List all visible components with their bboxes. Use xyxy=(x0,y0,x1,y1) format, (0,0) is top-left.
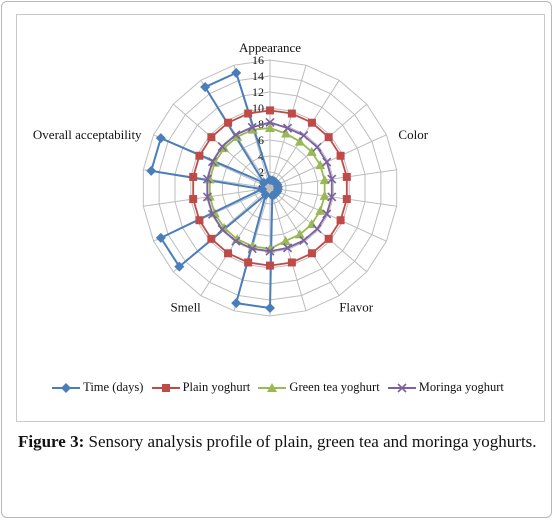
legend-item-plain: Plain yoghurt xyxy=(151,380,251,395)
legend-label-plain: Plain yoghurt xyxy=(182,380,251,394)
data-point-3 xyxy=(217,224,227,234)
data-point-0 xyxy=(231,298,242,309)
data-point-3 xyxy=(299,235,309,246)
data-point-0 xyxy=(155,232,166,243)
data-point-1 xyxy=(207,234,216,243)
figure-caption: Figure 3: Sensory analysis profile of pl… xyxy=(18,430,538,454)
data-point-1 xyxy=(266,261,274,270)
data-point-3 xyxy=(265,246,275,256)
legend: Time (days) Plain yoghurt Green tea yogh… xyxy=(14,380,541,398)
data-point-1 xyxy=(266,106,274,115)
legend-item-green-tea: Green tea yoghurt xyxy=(257,380,380,395)
data-point-2 xyxy=(265,123,275,132)
data-point-1 xyxy=(287,258,296,267)
data-point-2 xyxy=(319,175,330,185)
grid-spoke xyxy=(269,169,397,189)
legend-marker-green-tea xyxy=(258,382,287,392)
data-point-1 xyxy=(244,258,253,267)
legend-marker-plain xyxy=(151,383,180,392)
tick-label: 14 xyxy=(252,69,264,83)
data-point-3 xyxy=(322,209,332,219)
data-point-1 xyxy=(244,109,253,118)
data-point-1 xyxy=(207,133,216,142)
axis-label: Appearance xyxy=(239,40,301,55)
data-point-3 xyxy=(247,122,257,132)
tick-label: 16 xyxy=(252,53,264,67)
data-point-1 xyxy=(324,133,333,142)
data-point-2 xyxy=(294,136,305,146)
data-point-0 xyxy=(155,133,166,144)
data-point-3 xyxy=(247,244,257,254)
data-point-3 xyxy=(322,157,332,167)
data-point-1 xyxy=(189,195,198,204)
data-point-3 xyxy=(231,130,241,140)
data-point-3 xyxy=(299,130,309,141)
data-point-3 xyxy=(265,117,275,127)
tick-label: 12 xyxy=(252,85,264,99)
data-point-1 xyxy=(307,249,316,258)
legend-marker-time xyxy=(52,382,81,393)
data-point-3 xyxy=(217,142,227,152)
data-point-1 xyxy=(342,172,351,181)
data-point-3 xyxy=(202,174,213,184)
caption-label: Figure 3: xyxy=(18,432,85,451)
data-point-2 xyxy=(280,235,291,245)
data-point-1 xyxy=(336,216,345,225)
data-point-3 xyxy=(327,174,337,184)
data-point-1 xyxy=(324,234,333,243)
data-point-3 xyxy=(207,157,218,167)
caption-text: Sensory analysis profile of plain, green… xyxy=(84,432,537,451)
data-point-2 xyxy=(281,128,292,138)
data-point-1 xyxy=(336,151,345,160)
axis-label: Flavor xyxy=(339,300,374,315)
tick-label: 6 xyxy=(258,133,264,147)
data-point-1 xyxy=(342,195,351,204)
tick-label: 2 xyxy=(258,165,264,179)
data-point-2 xyxy=(306,146,317,156)
data-point-1 xyxy=(287,109,296,118)
data-point-1 xyxy=(224,118,233,127)
data-point-3 xyxy=(231,236,241,246)
data-point-1 xyxy=(195,216,204,225)
data-point-1 xyxy=(189,172,198,181)
axis-label: Smell xyxy=(170,300,201,315)
data-point-2 xyxy=(315,205,326,215)
data-point-1 xyxy=(195,151,204,160)
axis-label: Overall acceptability xyxy=(33,127,142,142)
data-point-3 xyxy=(283,243,293,253)
data-point-1 xyxy=(307,118,316,127)
legend-label-green-tea: Green tea yoghurt xyxy=(289,380,380,394)
grid-spoke xyxy=(269,187,397,207)
legend-label-moringa: Moringa yoghurt xyxy=(418,380,504,394)
data-point-0 xyxy=(146,165,157,176)
data-point-0 xyxy=(174,261,185,272)
data-point-1 xyxy=(224,249,233,258)
data-point-0 xyxy=(267,190,278,201)
data-point-2 xyxy=(294,229,305,239)
legend-label-time: Time (days) xyxy=(83,380,144,394)
legend-item-moringa: Moringa yoghurt xyxy=(387,380,504,395)
legend-item-time: Time (days) xyxy=(51,380,143,395)
data-point-2 xyxy=(315,160,326,170)
data-point-0 xyxy=(265,303,275,313)
data-point-2 xyxy=(319,190,330,200)
radar-chart: 0246810121416AppearanceColorFlavorSmellO… xyxy=(33,40,429,317)
data-point-0 xyxy=(200,82,211,93)
data-point-0 xyxy=(231,67,242,78)
data-point-3 xyxy=(312,224,322,234)
data-point-3 xyxy=(202,192,213,202)
data-point-3 xyxy=(207,209,218,219)
data-point-3 xyxy=(312,142,322,152)
data-point-0 xyxy=(258,177,269,188)
legend-marker-moringa xyxy=(387,382,416,393)
tick-label: 4 xyxy=(258,149,264,163)
axis-label: Color xyxy=(398,127,428,142)
data-point-3 xyxy=(327,192,337,202)
data-point-3 xyxy=(283,123,293,133)
